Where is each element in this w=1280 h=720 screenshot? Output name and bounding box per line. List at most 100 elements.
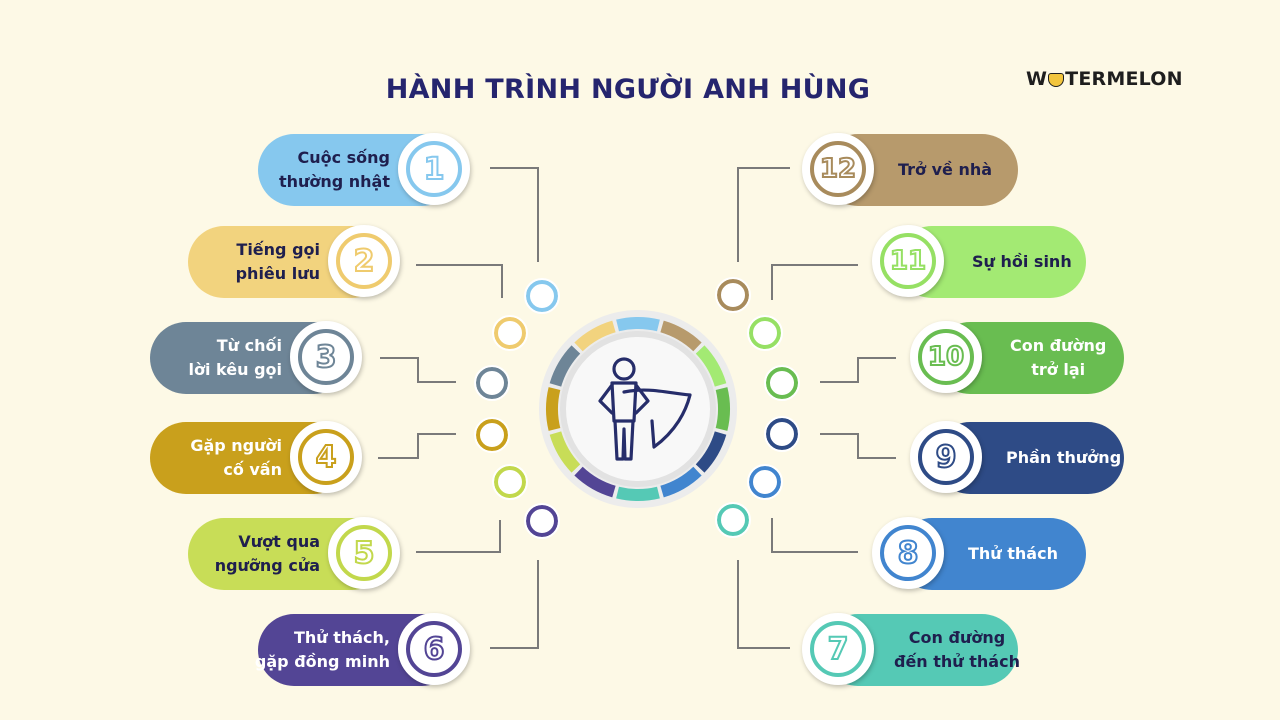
step-1-label-line: Cuộc sống: [297, 148, 390, 167]
wheel-segment-5: [549, 431, 581, 473]
wheel-segment-7: [616, 486, 660, 501]
step-5-number-badge: 5: [328, 517, 400, 589]
wheel-segment-6: [574, 466, 616, 498]
arc-node-12: [717, 279, 749, 311]
step-5-label-line: Vượt qua: [238, 532, 320, 551]
step-7-number-badge: 7: [802, 613, 874, 685]
step-1-label-line: thường nhật: [278, 172, 390, 191]
step-8-number-badge: 8: [872, 517, 944, 589]
step-number: 5: [353, 535, 376, 572]
step-number: 9: [935, 439, 958, 476]
step-12-number-badge: 12: [802, 133, 874, 205]
arc-node-outline: [492, 315, 528, 351]
wheel-segment-4: [546, 387, 561, 431]
step-number: 10: [927, 341, 965, 373]
step-number: 3: [315, 339, 338, 376]
step-7-label-line: đến thử thách: [894, 652, 1020, 671]
arc-node-outline: [492, 464, 528, 500]
step-6-label: Thử thách, gặp đồng minh: [255, 626, 390, 674]
arc-node-outline: [524, 278, 560, 314]
step-number: 2: [353, 243, 376, 280]
step-11-label: Sự hồi sinh: [972, 250, 1072, 274]
step-3-number-badge: 3: [290, 321, 362, 393]
step-10-number-badge: 10: [910, 321, 982, 393]
center-hero-wheel: [538, 309, 738, 509]
step-number: 12: [819, 153, 857, 185]
brand-logo: W TERMELON: [1026, 68, 1183, 90]
step-10-label-line: Con đường: [1010, 336, 1107, 355]
step-4-label-line: cố vấn: [223, 460, 282, 479]
step-8-label-line: Thử thách: [968, 544, 1058, 563]
wheel-segment-2: [574, 320, 616, 352]
arc-node-10: [766, 367, 798, 399]
step-9-label: Phần thưởng: [1006, 446, 1121, 470]
arc-node-6: [526, 505, 558, 537]
step-2-label-line: phiêu lưu: [235, 264, 320, 283]
logo-text-end: TERMELON: [1065, 68, 1183, 90]
wheel-segment-9: [695, 431, 727, 473]
step-number: 11: [889, 245, 927, 277]
arc-node-outline: [747, 315, 783, 351]
step-3-label-line: Từ chối: [216, 336, 282, 355]
arc-node-4: [476, 419, 508, 451]
step-11-number-badge: 11: [872, 225, 944, 297]
step-12-label: Trở về nhà: [898, 158, 992, 182]
arc-node-outline: [764, 365, 800, 401]
arc-node-outline: [715, 277, 751, 313]
arc-node-outline: [474, 417, 510, 453]
arc-node-9: [766, 418, 798, 450]
wheel-segment-3: [549, 345, 581, 387]
step-6-label-line: gặp đồng minh: [254, 652, 390, 671]
step-1-label: Cuộc sống thường nhật: [279, 146, 390, 194]
step-2-label-line: Tiếng gọi: [236, 240, 320, 259]
step-3-label-line: lời kêu gọi: [188, 360, 282, 379]
step-5-label: Vượt qua ngưỡng cửa: [215, 530, 320, 578]
arc-node-3: [476, 367, 508, 399]
step-8-label: Thử thách: [968, 542, 1058, 566]
wheel-segment-12: [660, 320, 702, 352]
step-4-label: Gặp người cố vấn: [190, 434, 282, 482]
arc-node-8: [749, 466, 781, 498]
arc-node-11: [749, 317, 781, 349]
arc-node-7: [717, 504, 749, 536]
arc-node-outline: [715, 502, 751, 538]
wheel-segment-1: [616, 317, 660, 332]
arc-node-outline: [764, 416, 800, 452]
arc-node-outline: [474, 365, 510, 401]
arc-node-outline: [747, 464, 783, 500]
step-5-label-line: ngưỡng cửa: [214, 556, 320, 575]
step-9-label-line: Phần thưởng: [1006, 448, 1122, 467]
step-1-number-badge: 1: [398, 133, 470, 205]
step-9-number-badge: 9: [910, 421, 982, 493]
step-6-label-line: Thử thách,: [293, 628, 390, 647]
step-3-label: Từ chối lời kêu gọi: [189, 334, 282, 382]
step-11-label-line: Sự hồi sinh: [972, 252, 1072, 271]
page-title: HÀNH TRÌNH NGƯỜI ANH HÙNG: [385, 74, 871, 105]
step-4-number-badge: 4: [290, 421, 362, 493]
superhero-with-cape-icon: [598, 357, 692, 461]
step-number: 7: [827, 631, 850, 668]
step-2-label: Tiếng gọi phiêu lưu: [236, 238, 320, 286]
step-6-number-badge: 6: [398, 613, 470, 685]
watermelon-slice-icon: [1048, 73, 1065, 87]
step-7-label-line: Con đường: [908, 628, 1006, 647]
step-10-label: Con đường trở lại: [1010, 334, 1106, 382]
step-12-label-line: Trở về nhà: [898, 160, 993, 179]
step-2-number-badge: 2: [328, 225, 400, 297]
step-7-label: Con đường đến thử thách: [894, 626, 1020, 674]
step-number: 4: [315, 439, 338, 476]
step-4-label-line: Gặp người: [190, 436, 282, 455]
logo-text-start: W: [1026, 68, 1048, 90]
step-number: 8: [897, 535, 920, 572]
arc-node-1: [526, 280, 558, 312]
arc-node-outline: [524, 503, 560, 539]
wheel-segment-8: [660, 466, 702, 498]
step-number: 1: [423, 151, 446, 188]
wheel-segment-10: [715, 387, 730, 431]
step-10-label-line: trở lại: [1031, 360, 1086, 379]
step-number: 6: [423, 631, 446, 668]
arc-node-2: [494, 317, 526, 349]
wheel-segment-11: [695, 345, 727, 387]
arc-node-5: [494, 466, 526, 498]
